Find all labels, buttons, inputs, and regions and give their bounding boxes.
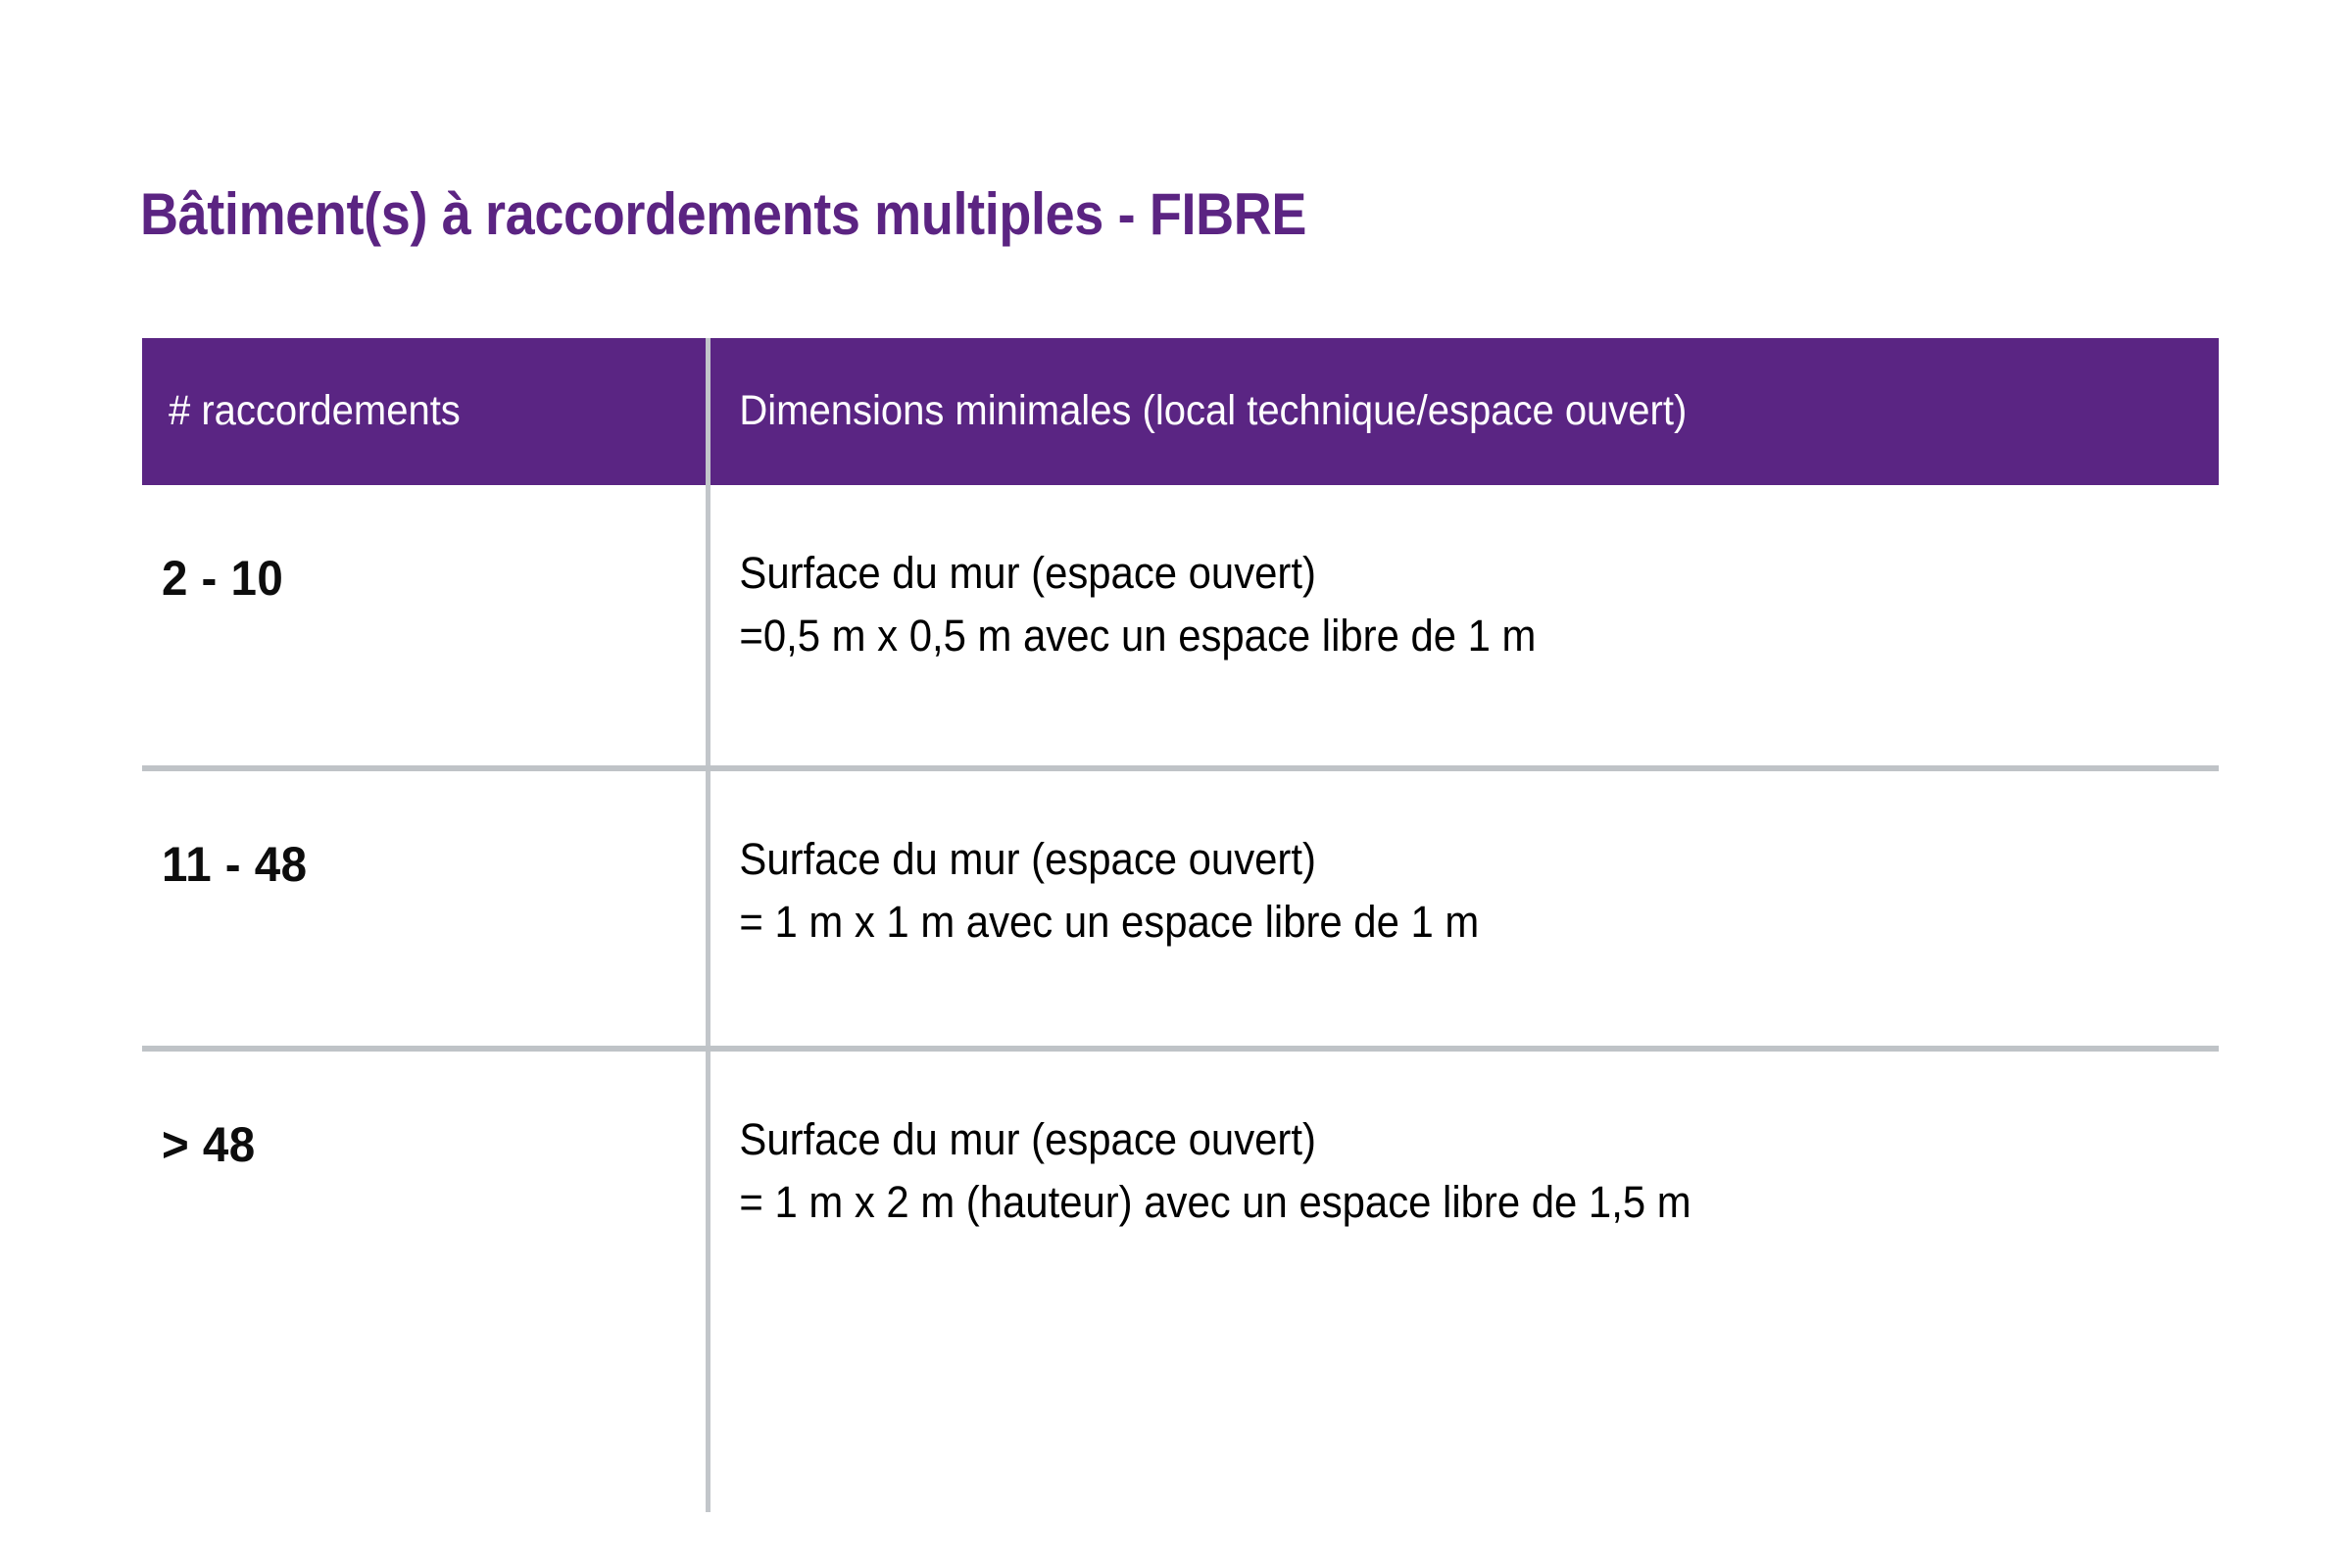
table-row: 2 - 10 Surface du mur (espace ouvert) =0…: [142, 485, 2219, 765]
cell-dimensions: Surface du mur (espace ouvert) =0,5 m x …: [706, 485, 2113, 667]
cell-connections-range: 2 - 10: [161, 551, 284, 606]
page-title: Bâtiment(s) à raccordements multiples - …: [140, 181, 1307, 247]
column-header-dimensions: Dimensions minimales (local technique/es…: [739, 387, 1688, 435]
dimensions-line-1: Surface du mur (espace ouvert): [739, 834, 1316, 884]
dimensions-line-2: = 1 m x 2 m (hauteur) avec un espace lib…: [739, 1176, 1691, 1227]
column-header-connections: # raccordements: [168, 387, 461, 435]
table-body: 2 - 10 Surface du mur (espace ouvert) =0…: [142, 485, 2219, 1512]
header-column-divider: [706, 338, 710, 485]
body-column-divider: [706, 485, 710, 1512]
dimensions-line-1: Surface du mur (espace ouvert): [739, 1114, 1316, 1164]
dimensions-line-2: =0,5 m x 0,5 m avec un espace libre de 1…: [739, 610, 1537, 661]
requirements-table: # raccordements Dimensions minimales (lo…: [142, 338, 2219, 1512]
cell-dimensions: Surface du mur (espace ouvert) = 1 m x 2…: [706, 1052, 2113, 1234]
dimensions-line-2: = 1 m x 1 m avec un espace libre de 1 m: [739, 896, 1480, 947]
table-header-row: # raccordements Dimensions minimales (lo…: [142, 338, 2219, 485]
cell-connections-range: 11 - 48: [161, 837, 308, 892]
cell-dimensions: Surface du mur (espace ouvert) = 1 m x 1…: [706, 771, 2113, 954]
table-row: > 48 Surface du mur (espace ouvert) = 1 …: [142, 1046, 2219, 1326]
table-row: 11 - 48 Surface du mur (espace ouvert) =…: [142, 765, 2219, 1046]
cell-connections-range: > 48: [161, 1117, 256, 1172]
dimensions-line-1: Surface du mur (espace ouvert): [739, 548, 1316, 598]
